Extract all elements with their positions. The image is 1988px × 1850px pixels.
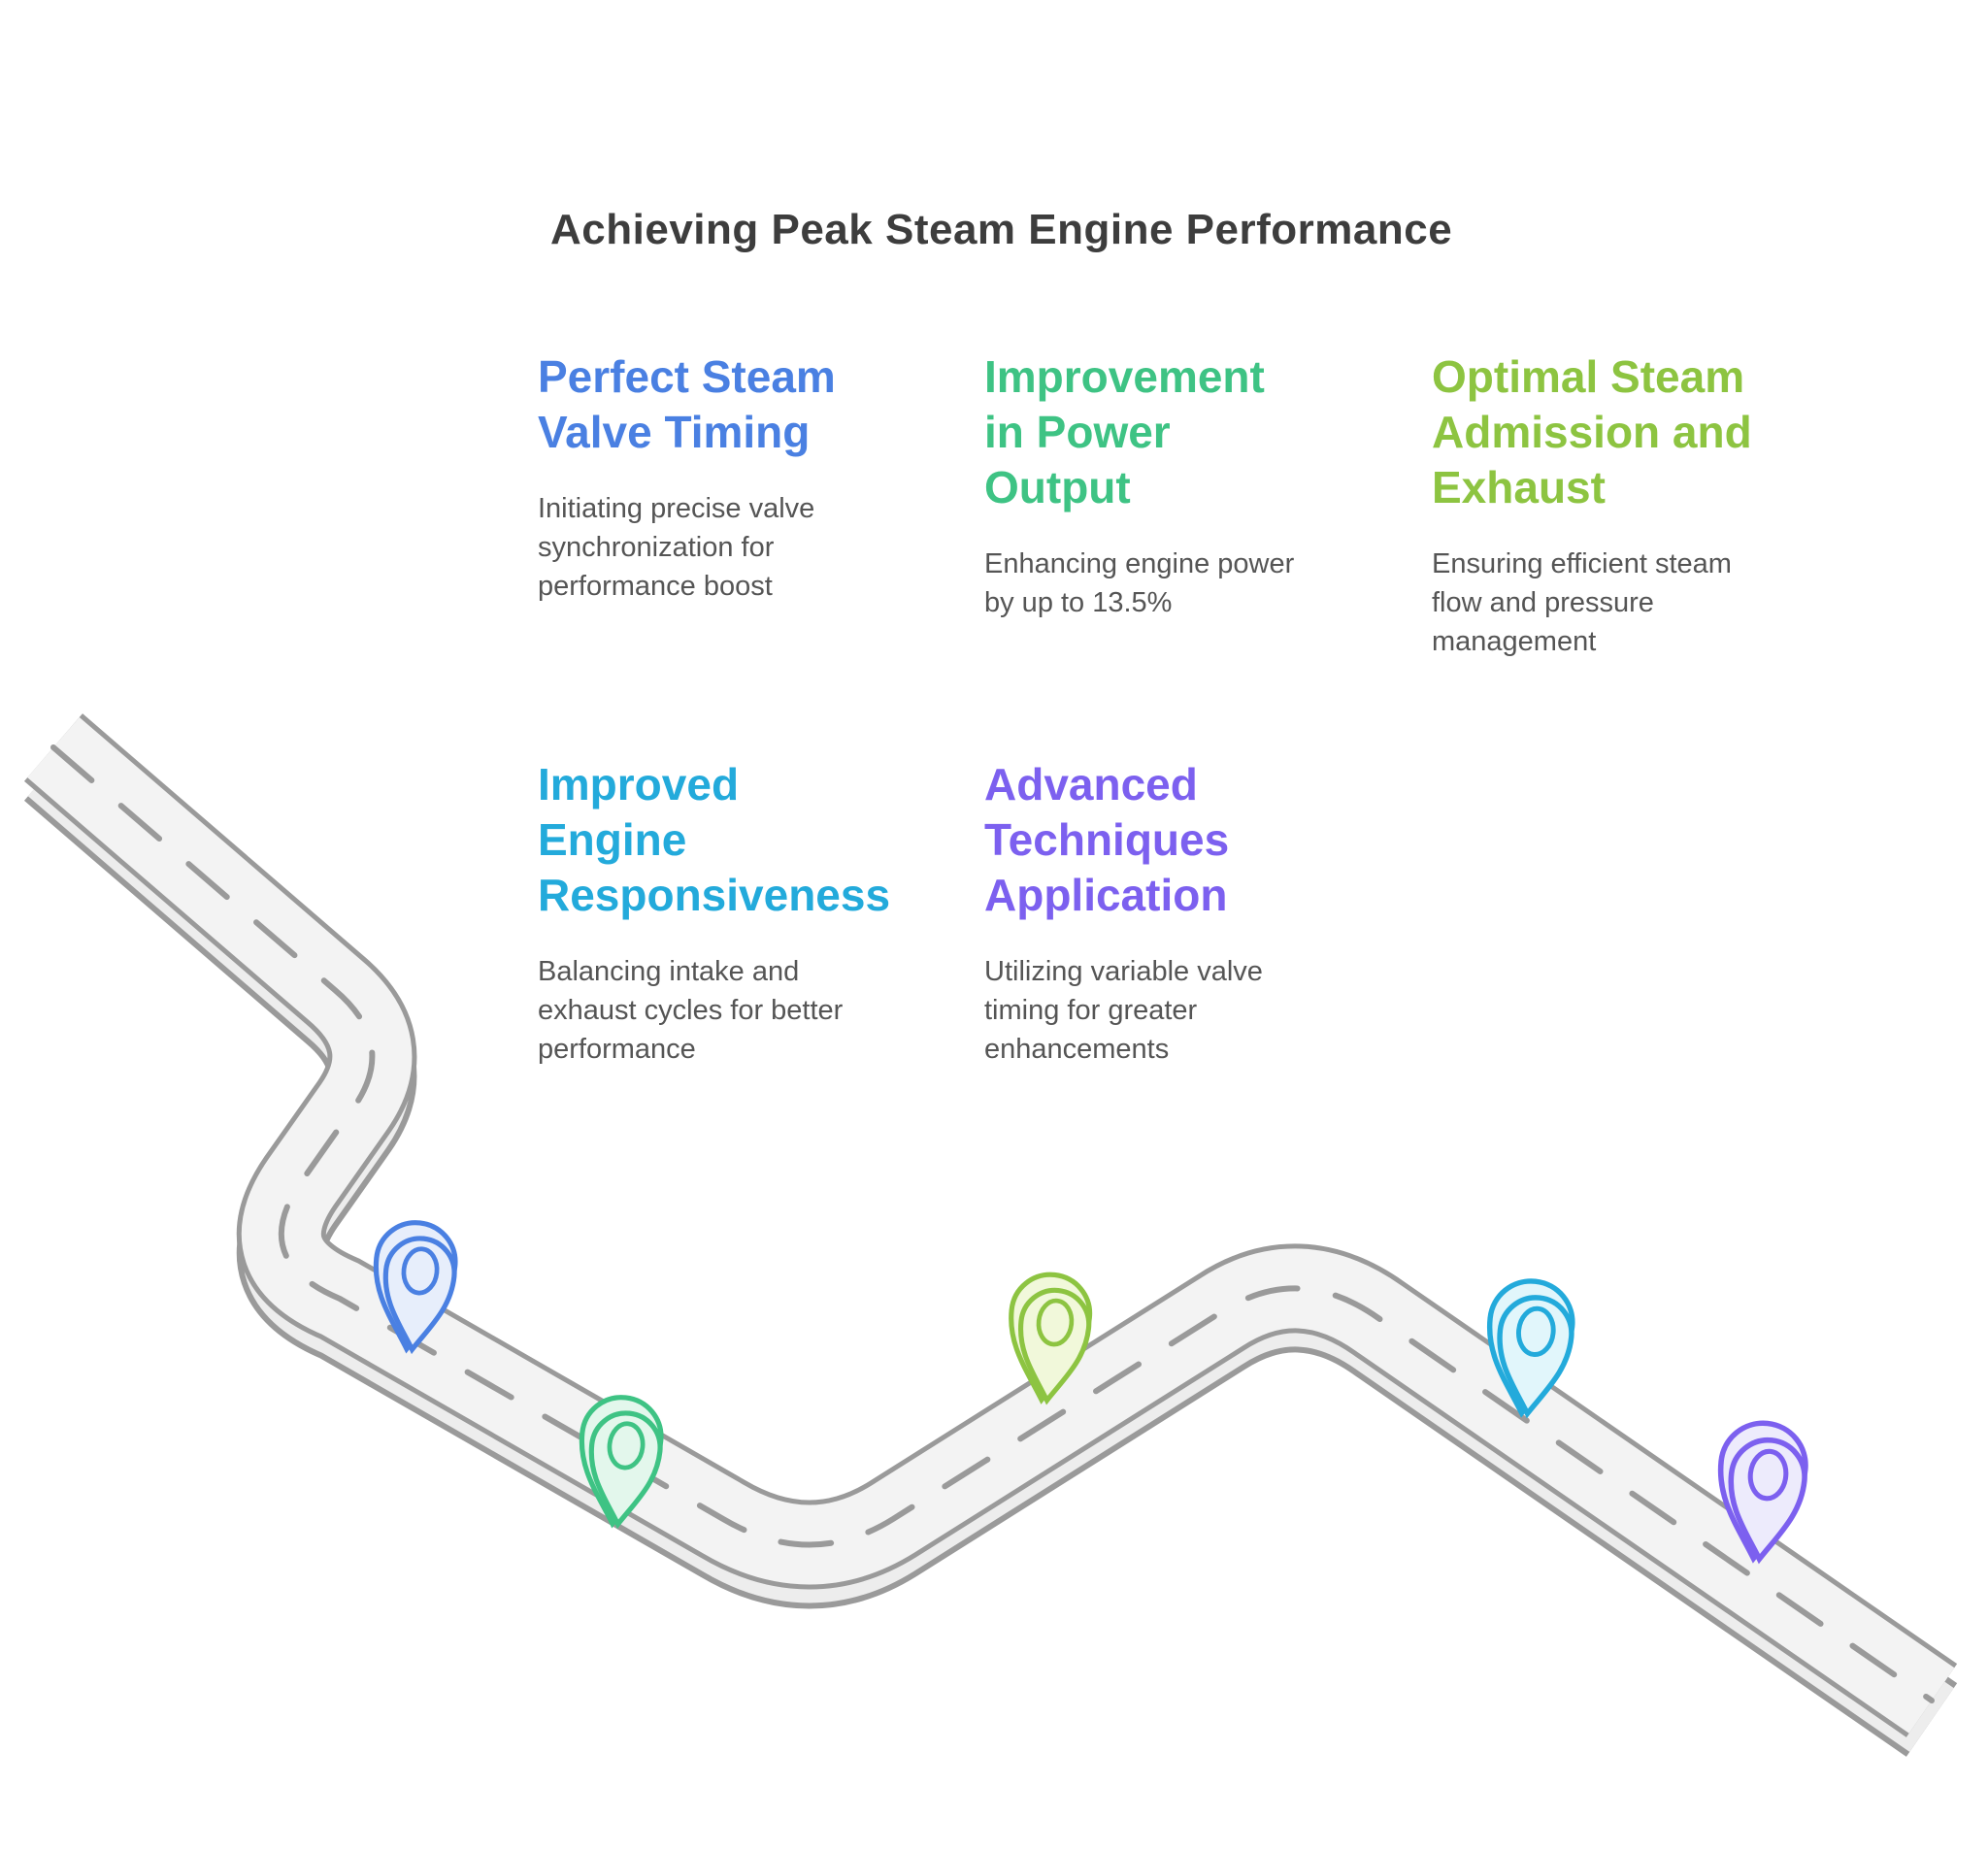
- step-card-improved-engine-responsiveness: Improved Engine Responsiveness Balancing…: [538, 757, 945, 1069]
- cyan-map-pin: [1468, 1263, 1590, 1427]
- step-heading: Improvement in Power Output: [984, 351, 1265, 512]
- step-description: Utilizing variable valve timing for grea…: [984, 956, 1263, 1065]
- page-title: Achieving Peak Steam Engine Performance: [550, 206, 1453, 254]
- step-card-optimal-steam-admission-and-exhaust: Optimal Steam Admission and Exhaust Ensu…: [1432, 349, 1839, 661]
- road-surface: [23, 713, 1958, 1737]
- step-card-advanced-techniques-application: Advanced Techniques Application Utilizin…: [984, 757, 1392, 1069]
- road-center-dashes: [50, 744, 1935, 1703]
- step-description: Ensuring efficient steam flow and pressu…: [1432, 548, 1732, 657]
- step-card-improvement-in-power-output: Improvement in Power Output Enhancing en…: [984, 349, 1392, 622]
- step-description: Initiating precise valve synchronization…: [538, 493, 815, 602]
- step-heading: Optimal Steam Admission and Exhaust: [1432, 351, 1752, 512]
- blue-map-pin: [355, 1205, 471, 1362]
- step-heading: Improved Engine Responsiveness: [538, 759, 891, 920]
- step-heading: Advanced Techniques Application: [984, 759, 1230, 920]
- lime-map-pin: [988, 1257, 1108, 1412]
- step-description: Enhancing engine power by up to 13.5%: [984, 548, 1295, 618]
- green-map-pin: [561, 1379, 677, 1536]
- step-heading: Perfect Steam Valve Timing: [538, 351, 836, 457]
- purple-map-pin: [1699, 1404, 1823, 1572]
- step-card-perfect-steam-valve-timing: Perfect Steam Valve Timing Initiating pr…: [538, 349, 945, 606]
- step-description: Balancing intake and exhaust cycles for …: [538, 956, 844, 1065]
